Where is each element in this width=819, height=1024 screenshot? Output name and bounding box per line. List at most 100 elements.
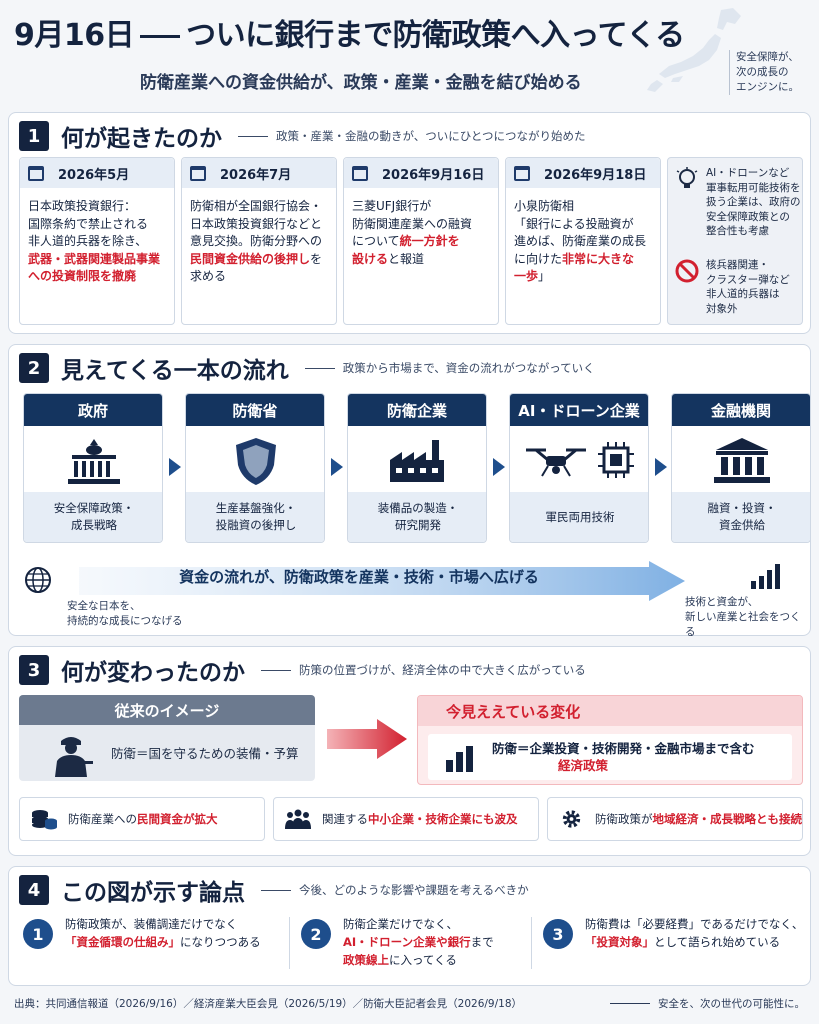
flow-box-government: 政府 安全保障政策・成長戦略	[23, 393, 163, 543]
flow-desc: 装備品の製造・研究開発	[348, 492, 486, 542]
calendar-icon	[352, 165, 368, 181]
foot-line: 安全な日本を、	[67, 600, 141, 612]
new-change-text: 防衛＝企業投資・技術開発・金融市場まで含む 経済政策	[492, 740, 755, 774]
new-line: 防衛＝企業投資・技術開発・金融市場まで含む	[492, 741, 755, 756]
foot-line: 持続的な成長につなげる	[67, 615, 183, 627]
header: 9月16日 ついに銀行まで防衛政策へ入ってくる 防衛産業への資金供給が、政策・産業…	[0, 0, 819, 108]
point-number: 2	[301, 919, 331, 949]
prohibited-icon	[675, 259, 699, 283]
chip-highlight: 中小企業・技術企業にも波及	[368, 812, 518, 826]
side-line: 非人道的兵器は	[706, 288, 780, 300]
subtitle: 防衛産業への資金供給が、政策・産業・金融を結び始める	[140, 73, 582, 93]
point-highlight: 政策線上	[343, 953, 389, 967]
title-dash	[140, 35, 181, 38]
people-icon	[285, 809, 311, 829]
foot-line: 新しい産業と社会をつくる	[685, 611, 801, 638]
new-line-highlight: 経済政策	[558, 758, 609, 773]
body-line: 進めば、防衛産業の成長	[514, 234, 647, 248]
flow-box-defense-companies: 防衛企業 装備品の製造・研究開発	[347, 393, 487, 543]
body-text: について	[352, 234, 400, 248]
body-line: に向けた非常に大きな	[514, 251, 652, 269]
timeline-date: 2026年9月16日	[344, 158, 498, 188]
point-line: 防衛政策が、装備調達だけでなく	[65, 917, 238, 931]
section-key-points: 4 この図が示す論点 今後、どのような影響や課題を考えるべきか 1 防衛政策が、…	[8, 866, 811, 986]
title-rest: ついに銀行まで防衛政策へ入ってくる	[186, 18, 685, 53]
body-highlight: 一歩	[514, 269, 539, 283]
point-line: AI・ドローン企業や銀行まで	[343, 933, 494, 951]
key-point: 3 防衛費は「必要経費」であるだけでなく、 「投資対象」として語られ始めている	[543, 915, 807, 971]
calendar-icon	[28, 165, 44, 181]
body-line: 小泉防衛相	[514, 199, 575, 213]
section-title: 何が起きたのか	[61, 126, 222, 152]
desc-line: 安全保障政策・	[53, 501, 135, 515]
section-number: 3	[19, 655, 49, 685]
point-tail: まで	[470, 935, 494, 949]
timeline-body: 日本政策投資銀行： 国際条約で禁止される 非人道的兵器を除き、 武器・武器関連製…	[20, 188, 174, 296]
key-point: 1 防衛政策が、装備調達だけでなく 「資金循環の仕組み」になりつつある	[23, 915, 281, 971]
side-line: AI・ドローンなど	[706, 167, 790, 179]
calendar-icon	[190, 165, 206, 181]
footer-source: 出典：共同通信報道（2026/9/16）／経済産業大臣会見（2026/5/19）…	[14, 998, 523, 1010]
title-date: 9月16日	[14, 18, 135, 53]
chip-text: 関連する	[322, 812, 368, 826]
timeline-card: 2026年5月 日本政策投資銀行： 国際条約で禁止される 非人道的兵器を除き、 …	[19, 157, 175, 325]
point-tail: に入ってくる	[389, 953, 457, 967]
chip-sme-ripple: 関連する中小企業・技術企業にも波及	[273, 797, 539, 841]
body-line: 日本政策投資銀行などと	[190, 216, 323, 231]
body-line: 一歩」	[514, 268, 652, 286]
point-number: 3	[543, 919, 573, 949]
side-note-exclusion: 核兵器関連・ クラスター弾など 非人道的兵器は 対象外	[674, 258, 790, 316]
section-note: 政策・産業・金融の動きが、ついにひとつにつながり始めた	[238, 128, 585, 144]
divider	[531, 917, 532, 969]
gear-icon	[562, 810, 581, 828]
divider	[289, 917, 290, 969]
flow-desc: 融資・投資・資金供給	[672, 492, 810, 542]
desc-line: 資金供給	[719, 518, 765, 532]
side-line: 安全保障政策との	[706, 210, 790, 223]
desc-line: 軍民両用技術	[545, 509, 615, 524]
chip-private-funds: 防衛産業への民間資金が拡大	[19, 797, 265, 841]
body-line: 設けると報道	[352, 251, 490, 269]
corner-note-line: 安全保障が、	[736, 51, 799, 63]
money-flow-arrow	[79, 561, 685, 601]
point-tail: として語られ始めている	[654, 935, 781, 949]
desc-line: 成長戦略	[71, 518, 117, 532]
flow-foot-left: 安全な日本を、 持続的な成長につなげる	[67, 599, 183, 629]
body-line-highlight: 武器・武器関連製品事業	[28, 251, 161, 266]
section-title: 何が変わったのか	[61, 660, 245, 686]
section-number: 2	[19, 353, 49, 383]
point-line: 「投資対象」として語られ始めている	[585, 933, 803, 951]
section-note: 今後、どのような影響や課題を考えるべきか	[261, 882, 529, 898]
bar-chart-icon	[751, 564, 780, 589]
flow-arrow	[331, 458, 343, 476]
drone-chip-icon	[510, 434, 648, 488]
section-title: この図が示す論点	[61, 880, 245, 906]
new-change-box: 今見ええている変化 防衛＝企業投資・技術開発・金融市場まで含む 経済政策	[417, 695, 803, 785]
flow-box-mod: 防衛省 生産基盤強化・投融資の後押し	[185, 393, 325, 543]
point-line: 「資金循環の仕組み」になりつつある	[65, 933, 261, 951]
calendar-icon	[514, 165, 530, 181]
section-note: 政策から市場まで、資金の流れがつながっていく	[305, 360, 595, 376]
chip-text: 防衛政策が	[595, 812, 653, 826]
soldier-icon	[55, 737, 93, 777]
flow-title: AI・ドローン企業	[510, 394, 648, 426]
footer-tagline: 安全を、次の世代の可能性に。	[610, 996, 805, 1011]
date-label: 2026年9月18日	[544, 167, 647, 183]
side-note-text: 核兵器関連・ クラスター弾など 非人道的兵器は 対象外	[706, 258, 790, 316]
body-tail: と報道	[388, 251, 425, 266]
main-title: 9月16日 ついに銀行まで防衛政策へ入ってくる	[14, 10, 685, 54]
body-line: 日本政策投資銀行：	[28, 199, 137, 213]
body-line: 国際条約で禁止される	[28, 216, 149, 231]
chip-highlight: 地域経済・成長戦略とも接続	[652, 812, 803, 826]
coins-icon	[32, 810, 57, 830]
government-building-icon	[24, 434, 162, 488]
flow-title: 政府	[24, 394, 162, 426]
flow-title: 金融機関	[672, 394, 810, 426]
section-flow: 2 見えてくる一本の流れ 政策から市場まで、資金の流れがつながっていく 政府 安…	[8, 344, 811, 638]
point-text: 防衛企業だけでなく、 AI・ドローン企業や銀行まで 政策線上に入ってくる	[343, 915, 494, 969]
side-note-text: AI・ドローンなど 軍事転用可能技術を 扱う企業は、政府の 安全保障政策との 整…	[706, 166, 801, 239]
body-line: について統一方針を	[352, 233, 490, 251]
bank-icon	[672, 434, 810, 488]
key-point: 2 防衛企業だけでなく、 AI・ドローン企業や銀行まで 政策線上に入ってくる	[301, 915, 523, 971]
point-line: 防衛企業だけでなく、	[343, 917, 458, 931]
